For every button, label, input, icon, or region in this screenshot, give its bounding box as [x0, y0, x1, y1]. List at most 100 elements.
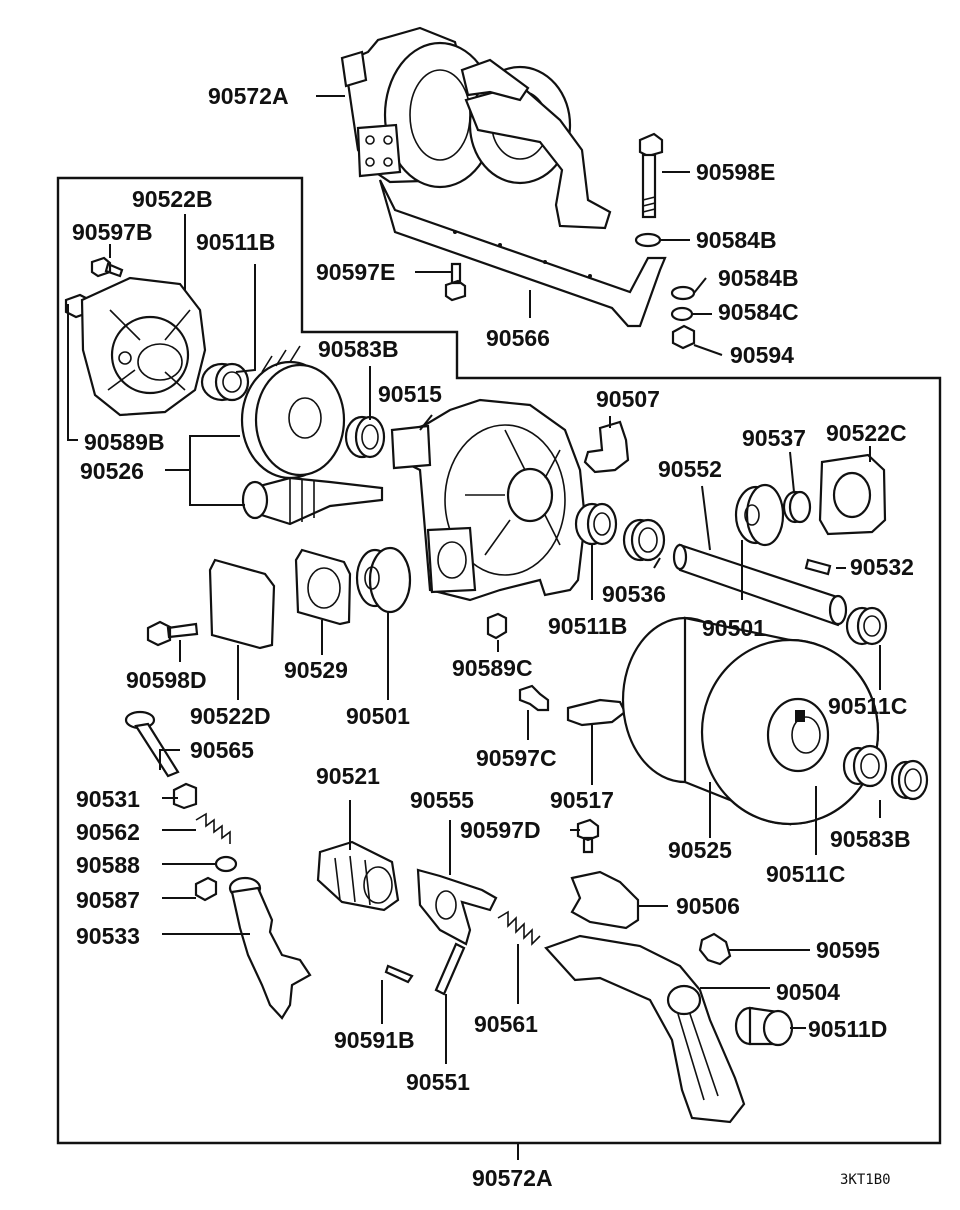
- label-90501-right: 90501: [702, 615, 766, 641]
- label-90526: 90526: [80, 458, 144, 484]
- disc-90525-drawing: [621, 616, 880, 826]
- pin-90565-drawing: [124, 710, 180, 778]
- flange-90522C-drawing: [818, 453, 887, 536]
- label-90597C: 90597C: [476, 745, 557, 771]
- label-90595: 90595: [816, 937, 880, 963]
- seal-90536-drawing: [622, 518, 666, 562]
- gear-90501-left-drawing: [355, 546, 412, 614]
- label-90583B-right: 90583B: [830, 826, 911, 852]
- label-90555: 90555: [410, 787, 474, 813]
- gear-90501-right-drawing: [734, 483, 785, 547]
- label-90587: 90587: [76, 887, 140, 913]
- drawing-code: 3KT1B0: [840, 1172, 891, 1188]
- spring-90562-drawing: [195, 812, 231, 844]
- gasket-90529-drawing: [294, 548, 352, 626]
- bracket-90506-drawing: [570, 870, 640, 930]
- key-90532-drawing: [804, 558, 832, 576]
- label-90515: 90515: [378, 381, 442, 407]
- label-90597B: 90597B: [72, 219, 153, 245]
- bolt-90597E-drawing: [444, 262, 467, 302]
- bearing-90511B-top-drawing: [200, 362, 250, 402]
- plug-90531-drawing: [172, 782, 198, 810]
- label-90501-left: 90501: [346, 703, 410, 729]
- assembly-frame: [56, 176, 942, 1145]
- label-90584B-lockwasher: 90584B: [718, 265, 799, 291]
- label-90531: 90531: [76, 786, 140, 812]
- part-labels: 90572A 90598E 90584B 90584B 90584C 90594…: [72, 83, 914, 1191]
- label-90598D: 90598D: [126, 667, 207, 693]
- plug-90589C-drawing: [486, 612, 508, 640]
- label-90565: 90565: [190, 737, 254, 763]
- bolt-90597D-drawing: [576, 818, 600, 854]
- label-90572A-top: 90572A: [208, 83, 289, 109]
- label-90584B-washer: 90584B: [696, 227, 777, 253]
- support-90504-drawing: [544, 934, 746, 1124]
- label-90533: 90533: [76, 923, 140, 949]
- lockwasher-90584B-drawing: [670, 285, 696, 301]
- label-90561: 90561: [474, 1011, 538, 1037]
- cover-90522D-drawing: [208, 558, 276, 650]
- label-90594: 90594: [730, 342, 794, 368]
- nut-90594-drawing: [671, 324, 696, 350]
- fork-90533-drawing: [228, 876, 312, 1020]
- bolt-90598E-drawing: [638, 132, 664, 219]
- label-90522C: 90522C: [826, 420, 907, 446]
- label-90598E: 90598E: [696, 159, 775, 185]
- cover-90522B-drawing: [80, 276, 207, 417]
- label-90507: 90507: [596, 386, 660, 412]
- label-90597E: 90597E: [316, 259, 395, 285]
- label-90589C: 90589C: [452, 655, 533, 681]
- label-90521: 90521: [316, 763, 380, 789]
- label-90532: 90532: [850, 554, 914, 580]
- label-90536: 90536: [602, 581, 666, 607]
- label-90562: 90562: [76, 819, 140, 845]
- case-90515-drawing: [390, 398, 587, 602]
- sleeve-90521-drawing: [316, 840, 400, 912]
- shaft-90526-drawing: [241, 476, 384, 526]
- label-90504: 90504: [776, 979, 840, 1005]
- label-90584C: 90584C: [718, 299, 799, 325]
- label-90529: 90529: [284, 657, 348, 683]
- label-90511B-mid: 90511B: [548, 613, 627, 639]
- bolt-90597B-drawing: [90, 256, 124, 278]
- label-90511D: 90511D: [808, 1016, 887, 1042]
- gear-90526-drawing: [240, 345, 346, 480]
- label-90506: 90506: [676, 893, 740, 919]
- washer-90584C-drawing: [670, 306, 694, 322]
- bolt-90598D-drawing: [146, 620, 199, 647]
- bracket-90517-drawing: [566, 698, 627, 727]
- label-90572A-bottom: 90572A: [472, 1165, 553, 1191]
- bearing-90511C-upper-drawing: [845, 606, 888, 646]
- transfer-case-assembly-drawing: [340, 26, 667, 328]
- label-90583B-top: 90583B: [318, 336, 399, 362]
- pin-90591B-drawing: [384, 964, 414, 984]
- label-90591B: 90591B: [334, 1027, 415, 1053]
- fitting-90507-drawing: [583, 420, 630, 474]
- label-90522B: 90522B: [132, 186, 213, 212]
- leader-lines: [67, 95, 881, 1160]
- label-90589B: 90589B: [84, 429, 165, 455]
- label-90511B-top: 90511B: [196, 229, 275, 255]
- washer-90588-drawing: [214, 855, 238, 873]
- seal-90583B-top-drawing: [344, 415, 386, 459]
- label-90537: 90537: [742, 425, 806, 451]
- bushing-90511D-drawing: [734, 1006, 794, 1047]
- pin-90551-drawing: [434, 942, 466, 996]
- label-90597D: 90597D: [460, 817, 541, 843]
- fitting-90595-drawing: [698, 932, 732, 966]
- label-90517: 90517: [550, 787, 614, 813]
- bearing-90511C-lower-drawing: [842, 744, 888, 788]
- seal-90583B-right-drawing: [890, 759, 929, 801]
- label-90552: 90552: [658, 456, 722, 482]
- seal-90537-drawing: [782, 490, 812, 524]
- bearing-90511B-mid-drawing: [574, 502, 618, 546]
- label-90525: 90525: [668, 837, 732, 863]
- plug-90587-drawing: [194, 876, 218, 902]
- lever-90555-drawing: [416, 868, 498, 946]
- washer-90584B-drawing: [634, 232, 662, 248]
- label-90566: 90566: [486, 325, 550, 351]
- shaft-90552-drawing: [678, 543, 844, 627]
- label-90588: 90588: [76, 852, 140, 878]
- label-90511C-upper: 90511C: [828, 693, 907, 719]
